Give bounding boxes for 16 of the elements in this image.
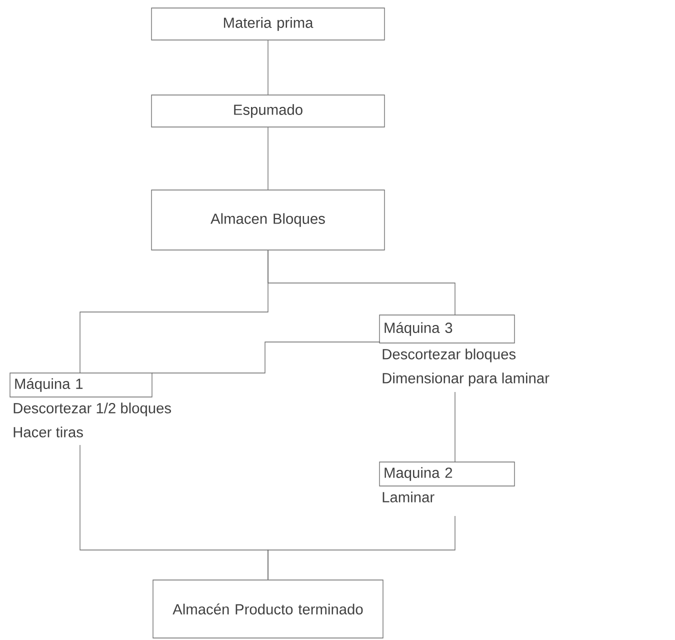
connector-line <box>268 516 456 580</box>
process-box: Maquina 2 <box>379 462 515 486</box>
step-text: Hacer tiras <box>14 426 83 438</box>
connector-line <box>268 250 456 316</box>
process-box: Materia prima <box>151 8 385 40</box>
process-box: Almacen Bloques <box>151 190 385 250</box>
connector-line <box>454 392 456 462</box>
process-box: Almacén Producto terminado <box>152 580 384 638</box>
connector-line <box>152 342 380 374</box>
step-text: Laminar <box>382 492 434 502</box>
process-box: Espumado <box>151 94 385 128</box>
step-text: Descortezar bloques <box>382 348 516 362</box>
step-text: Descortezar 1/2 bloques <box>14 402 171 416</box>
step-text: Dimensionar para laminar <box>382 372 550 386</box>
process-box: Máquina 1 <box>10 372 152 398</box>
process-box: Máquina 3 <box>379 314 515 344</box>
